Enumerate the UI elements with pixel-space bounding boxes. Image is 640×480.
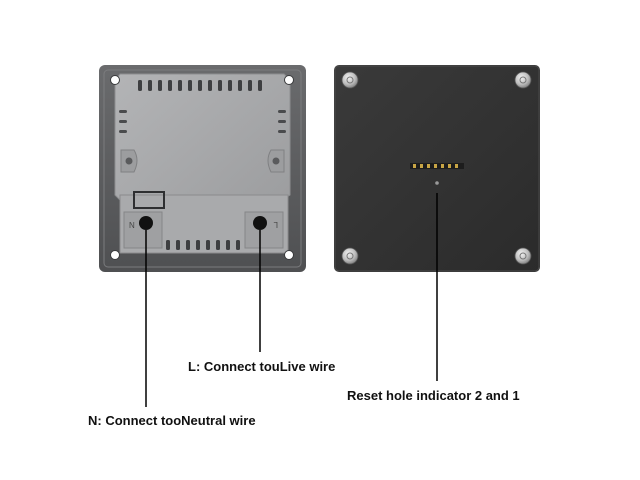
- neutral-terminal-hole: [139, 216, 153, 230]
- top-vent-slots: [138, 80, 262, 91]
- right-side-vents: [278, 110, 286, 133]
- left-device-back: N L: [99, 65, 306, 272]
- live-wire-label: L: Connect touLive wire: [188, 359, 336, 374]
- screw-top-right: [514, 71, 532, 89]
- reset-hole: [435, 181, 439, 185]
- pin-header: [410, 163, 464, 169]
- screw-bottom-left: [341, 247, 359, 265]
- neutral-wire-label: N: Connect tooNeutral wire: [88, 413, 256, 428]
- left-side-vents: [119, 110, 127, 133]
- screw-bottom-right: [514, 247, 532, 265]
- corner-holes: [110, 75, 294, 260]
- left-mounting-tab: [120, 149, 138, 173]
- live-terminal-mark: L: [273, 220, 278, 229]
- neutral-terminal-mark: N: [129, 221, 135, 230]
- live-terminal-hole: [253, 216, 267, 230]
- right-mounting-tab: [267, 149, 285, 173]
- screw-top-left: [341, 71, 359, 89]
- reset-hole-label: Reset hole indicator 2 and 1: [347, 388, 520, 403]
- right-device-panel: [334, 65, 540, 272]
- wire-clip: [133, 191, 165, 209]
- left-device-inner-edge: [103, 69, 302, 268]
- bottom-vent-slots: [166, 240, 240, 250]
